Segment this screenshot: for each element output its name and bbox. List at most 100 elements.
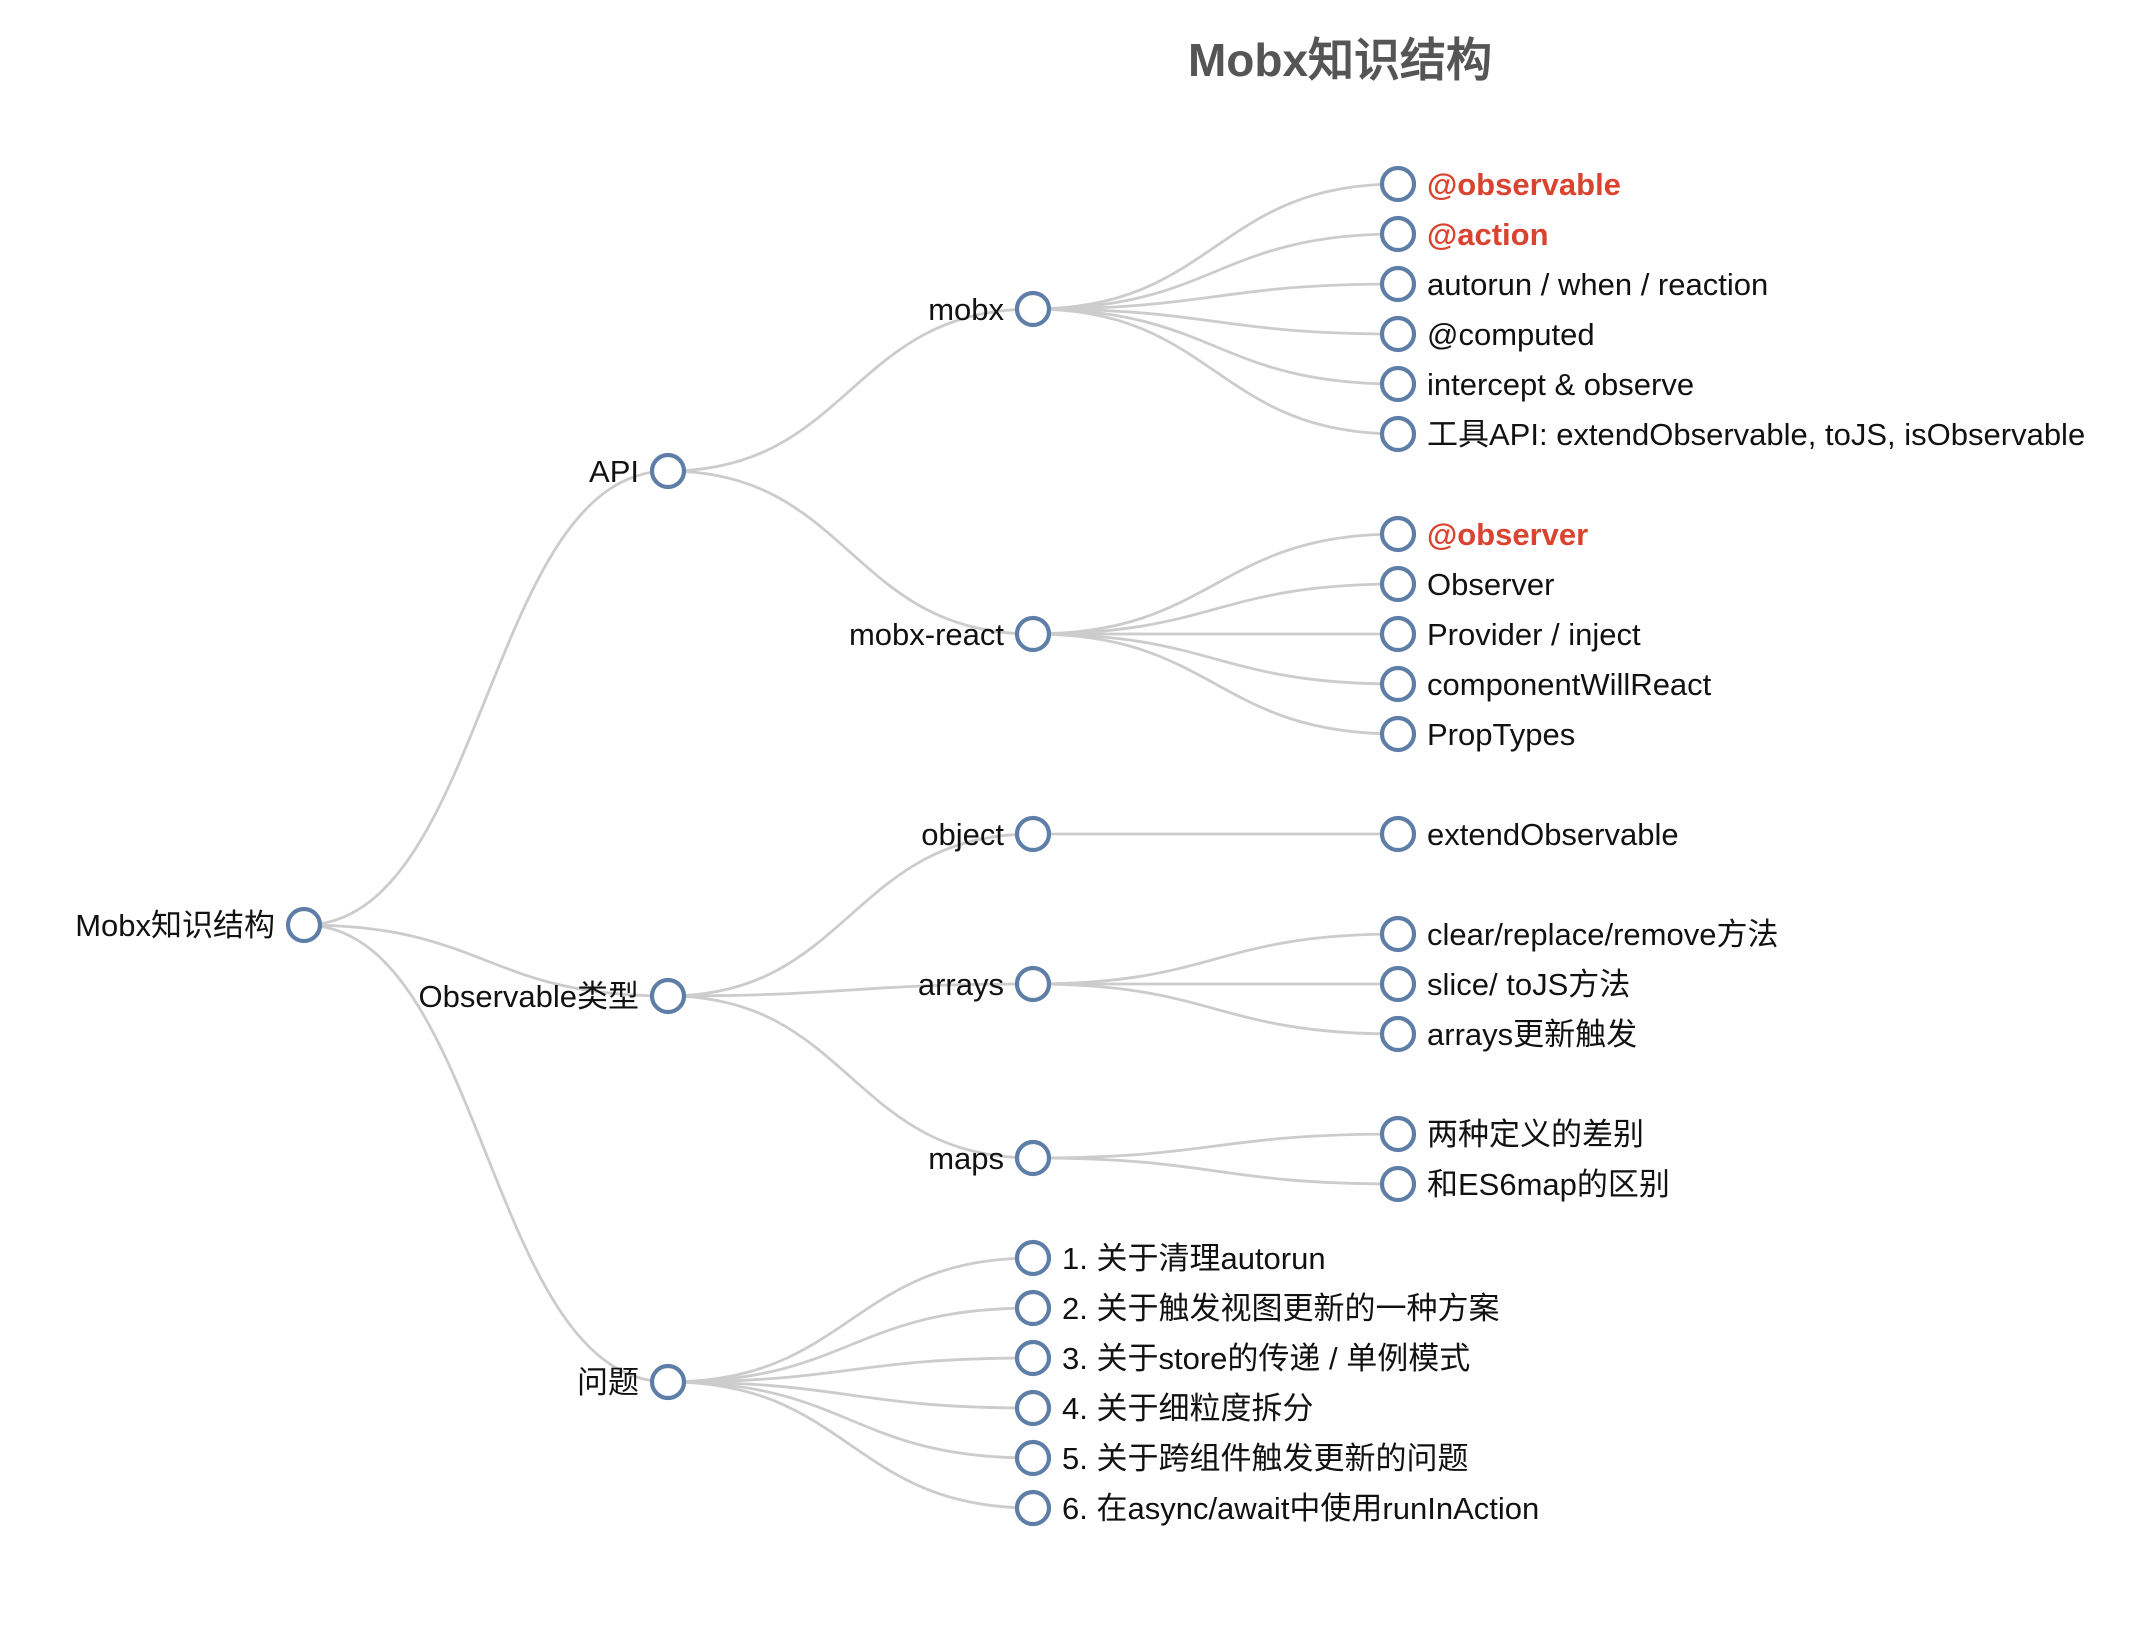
node-label-q6: 6. 在async/await中使用runInAction (1062, 1491, 1539, 1526)
node-es6-map-difference[interactable]: 和ES6map的区别 (1379, 1165, 1670, 1203)
link-mobx-to-intercept (1032, 307, 1399, 386)
node-label-maps: maps (928, 1141, 1004, 1176)
node-label-root: Mobx知识结构 (75, 908, 275, 943)
node-two-definitions[interactable]: 两种定义的差别 (1379, 1115, 1644, 1153)
node-circle-es6-map-difference[interactable] (1379, 1165, 1417, 1203)
node-circle-q1[interactable] (1014, 1239, 1052, 1277)
node-circle-clear-replace-remove[interactable] (1379, 915, 1417, 953)
node-extend-observable[interactable]: extendObservable (1379, 815, 1679, 853)
node-arrays-update-trigger[interactable]: arrays更新触发 (1379, 1015, 1637, 1053)
node-observer-decorator[interactable]: @observer (1379, 515, 1588, 553)
node-api[interactable]: API (589, 452, 687, 490)
node-circle-observer-component[interactable] (1379, 565, 1417, 603)
node-label-computed: @computed (1427, 317, 1595, 352)
node-circle-q5[interactable] (1014, 1439, 1052, 1477)
link-mobx-react-to-observer-decorator (1032, 532, 1399, 636)
node-circle-arrays-update-trigger[interactable] (1379, 1015, 1417, 1053)
node-circle-autorun[interactable] (1379, 265, 1417, 303)
node-q3[interactable]: 3. 关于store的传递 / 单例模式 (1014, 1339, 1470, 1377)
node-observer-component[interactable]: Observer (1379, 565, 1554, 603)
link-mobx-react-to-component-will-react (1032, 632, 1399, 686)
node-label-mobx-react: mobx-react (849, 617, 1004, 652)
node-label-mobx: mobx (928, 292, 1004, 327)
node-circle-computed[interactable] (1379, 315, 1417, 353)
node-circle-mobx[interactable] (1014, 290, 1052, 328)
node-object[interactable]: object (921, 815, 1052, 853)
node-component-will-react[interactable]: componentWillReact (1379, 665, 1712, 703)
node-label-observable: @observable (1427, 167, 1621, 202)
node-maps[interactable]: maps (928, 1139, 1052, 1177)
node-prop-types[interactable]: PropTypes (1379, 715, 1575, 753)
node-clear-replace-remove[interactable]: clear/replace/remove方法 (1379, 915, 1778, 953)
links-layer (303, 182, 1399, 1510)
node-observable[interactable]: @observable (1379, 165, 1621, 203)
link-observable-types-to-maps (667, 994, 1034, 1160)
node-circle-object[interactable] (1014, 815, 1052, 853)
link-questions-to-q5 (667, 1380, 1034, 1460)
node-q1[interactable]: 1. 关于清理autorun (1014, 1239, 1326, 1277)
link-maps-to-es6-map-difference (1032, 1156, 1399, 1186)
node-circle-observer-decorator[interactable] (1379, 515, 1417, 553)
link-api-to-mobx-react (667, 469, 1034, 636)
node-label-arrays: arrays (918, 967, 1004, 1002)
node-circle-prop-types[interactable] (1379, 715, 1417, 753)
node-questions[interactable]: 问题 (577, 1363, 687, 1401)
node-arrays[interactable]: arrays (918, 965, 1052, 1003)
node-root[interactable]: Mobx知识结构 (75, 906, 323, 944)
node-circle-maps[interactable] (1014, 1139, 1052, 1177)
node-circle-tool-api[interactable] (1379, 415, 1417, 453)
node-label-questions: 问题 (577, 1365, 639, 1400)
node-label-observer-decorator: @observer (1427, 517, 1588, 552)
node-circle-component-will-react[interactable] (1379, 665, 1417, 703)
node-q2[interactable]: 2. 关于触发视图更新的一种方案 (1014, 1289, 1499, 1327)
link-root-to-observable-types (303, 923, 669, 998)
node-q4[interactable]: 4. 关于细粒度拆分 (1014, 1389, 1313, 1427)
node-circle-root[interactable] (285, 906, 323, 944)
node-mobx-react[interactable]: mobx-react (849, 615, 1052, 653)
node-observable-types[interactable]: Observable类型 (418, 977, 687, 1015)
node-circle-two-definitions[interactable] (1379, 1115, 1417, 1153)
node-circle-observable-types[interactable] (649, 977, 687, 1015)
nodes-layer: @observable @action autorun / when / react… (75, 165, 2085, 1527)
node-intercept[interactable]: intercept & observe (1379, 365, 1694, 403)
node-circle-api[interactable] (649, 452, 687, 490)
node-circle-q3[interactable] (1014, 1339, 1052, 1377)
node-provider-inject[interactable]: Provider / inject (1379, 615, 1641, 653)
link-questions-to-q3 (667, 1356, 1034, 1384)
node-circle-action[interactable] (1379, 215, 1417, 253)
node-circle-q2[interactable] (1014, 1289, 1052, 1327)
link-observable-types-to-object (667, 832, 1034, 998)
node-circle-extend-observable[interactable] (1379, 815, 1417, 853)
node-circle-mobx-react[interactable] (1014, 615, 1052, 653)
node-circle-intercept[interactable] (1379, 365, 1417, 403)
node-label-q1: 1. 关于清理autorun (1062, 1241, 1326, 1276)
node-tool-api[interactable]: 工具API: extendObservable, toJS, isObserva… (1379, 415, 2085, 453)
node-mobx[interactable]: mobx (928, 290, 1052, 328)
node-action[interactable]: @action (1379, 215, 1549, 253)
node-circle-q6[interactable] (1014, 1489, 1052, 1527)
node-label-tool-api: 工具API: extendObservable, toJS, isObserva… (1427, 417, 2085, 452)
node-circle-slice-tojs[interactable] (1379, 965, 1417, 1003)
link-mobx-to-tool-api (1032, 307, 1399, 436)
node-circle-provider-inject[interactable] (1379, 615, 1417, 653)
node-label-arrays-update-trigger: arrays更新触发 (1427, 1017, 1637, 1052)
node-label-extend-observable: extendObservable (1427, 817, 1679, 852)
link-root-to-questions (303, 923, 669, 1384)
node-label-q4: 4. 关于细粒度拆分 (1062, 1391, 1313, 1426)
node-label-q3: 3. 关于store的传递 / 单例模式 (1062, 1341, 1470, 1376)
node-autorun[interactable]: autorun / when / reaction (1379, 265, 1768, 303)
link-mobx-react-to-observer-component (1032, 582, 1399, 636)
node-circle-questions[interactable] (649, 1363, 687, 1401)
node-circle-q4[interactable] (1014, 1389, 1052, 1427)
node-circle-arrays[interactable] (1014, 965, 1052, 1003)
node-circle-observable[interactable] (1379, 165, 1417, 203)
node-q5[interactable]: 5. 关于跨组件触发更新的问题 (1014, 1439, 1468, 1477)
node-computed[interactable]: @computed (1379, 315, 1595, 353)
node-label-clear-replace-remove: clear/replace/remove方法 (1427, 917, 1778, 952)
node-slice-tojs[interactable]: slice/ toJS方法 (1379, 965, 1630, 1003)
node-label-prop-types: PropTypes (1427, 717, 1575, 752)
node-q6[interactable]: 6. 在async/await中使用runInAction (1014, 1489, 1539, 1527)
node-label-observable-types: Observable类型 (418, 979, 639, 1014)
link-mobx-to-observable (1032, 182, 1399, 311)
